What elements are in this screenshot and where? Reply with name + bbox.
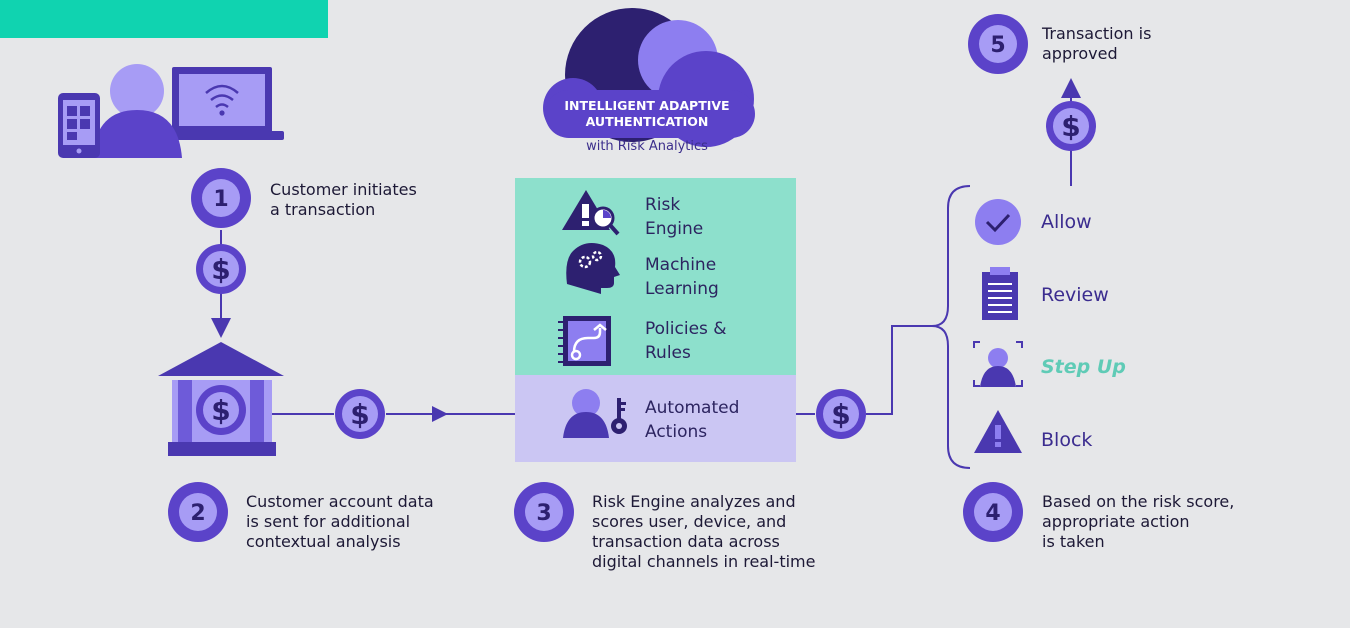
dollar-coin-icon: $ — [196, 244, 246, 294]
step-number: 1 — [213, 187, 228, 212]
engine-panel-teal — [515, 178, 796, 375]
machine-learning-icon — [566, 243, 620, 294]
step-number: 5 — [990, 33, 1005, 58]
step-badges: 1 2 3 4 5 — [168, 14, 1028, 542]
step-1-line: a transaction — [270, 200, 376, 219]
step-2-line: is sent for additional — [246, 512, 411, 531]
step-badge-3: 3 — [514, 482, 574, 542]
dollar-coin-icon: $ — [196, 385, 246, 435]
step-5-text: Transaction is approved — [1042, 24, 1302, 64]
engine-item-risk-engine: Risk Engine — [645, 193, 703, 241]
step-4-line: is taken — [1042, 532, 1105, 551]
step-1-text: Customer initiates a transaction — [270, 180, 530, 220]
dollar-symbol: $ — [1061, 110, 1080, 143]
dollar-symbol: $ — [831, 398, 850, 431]
engine-item-label: Rules — [645, 343, 691, 363]
action-block-label: Block — [1041, 429, 1093, 451]
policies-rules-icon — [558, 316, 611, 366]
step-number: 3 — [536, 501, 551, 526]
cloud-title-line-1: INTELLIGENT ADAPTIVE — [564, 98, 730, 113]
step-number: 2 — [190, 501, 205, 526]
user-scan-icon — [973, 341, 1023, 387]
step-5-line: Transaction is — [1042, 24, 1152, 43]
engine-item-policies-rules: Policies & Rules — [645, 317, 727, 365]
step-4-text: Based on the risk score, appropriate act… — [1042, 492, 1332, 552]
dollar-coin-icon: $ — [335, 389, 385, 439]
step-3-text: Risk Engine analyzes and scores user, de… — [592, 492, 892, 572]
step-3-line: Risk Engine analyzes and — [592, 492, 796, 511]
cloud-subtitle: with Risk Analytics — [586, 139, 708, 154]
step-badge-4: 4 — [963, 482, 1023, 542]
engine-item-label: Risk — [645, 195, 681, 215]
action-allow-label: Allow — [1041, 211, 1092, 233]
step-2-line: Customer account data — [246, 492, 434, 511]
action-review-label: Review — [1041, 284, 1109, 306]
teal-accent-bar — [0, 0, 328, 38]
warning-icon — [974, 410, 1022, 453]
check-icon — [975, 199, 1021, 245]
action-brace — [931, 185, 971, 469]
dollar-coin-icon: $ — [1046, 101, 1096, 151]
cloud-badge — [543, 8, 755, 147]
dollar-symbol: $ — [211, 253, 230, 286]
engine-panel-lavender — [515, 375, 796, 462]
phone-icon — [58, 93, 100, 158]
action-step-up-label: Step Up — [1041, 356, 1126, 378]
clipboard-icon — [982, 267, 1018, 320]
step-badge-1: 1 — [191, 168, 251, 228]
engine-item-machine-learning: Machine Learning — [645, 253, 719, 301]
dollar-symbol: $ — [350, 398, 369, 431]
cloud-title: INTELLIGENT ADAPTIVE AUTHENTICATION — [542, 98, 752, 130]
step-4-line: appropriate action — [1042, 512, 1190, 531]
engine-item-label: Learning — [645, 279, 719, 299]
step-5-line: approved — [1042, 44, 1118, 63]
engine-item-label: Engine — [645, 219, 704, 239]
cloud-title-line-2: AUTHENTICATION — [585, 114, 709, 129]
step-badge-5: 5 — [968, 14, 1028, 74]
step-2-line: contextual analysis — [246, 532, 401, 551]
engine-item-label: Policies & — [645, 319, 727, 339]
step-3-line: scores user, device, and — [592, 512, 787, 531]
flow-arrowhead — [432, 406, 448, 422]
laptop-icon — [160, 67, 284, 140]
dollar-coins: $ $ $ $ $ — [196, 101, 1096, 439]
risk-engine-icon — [562, 190, 620, 236]
step-3-line: transaction data across — [592, 532, 780, 551]
step-1-line: Customer initiates — [270, 180, 417, 199]
step-4-line: Based on the risk score, — [1042, 492, 1235, 511]
engine-item-automated-actions: Automated Actions — [645, 396, 739, 444]
customer-avatar-icon — [92, 64, 182, 158]
engine-item-label: Machine — [645, 255, 717, 275]
dollar-symbol: $ — [211, 394, 230, 427]
step-3-line: digital channels in real-time — [592, 552, 816, 571]
engine-item-label: Automated — [645, 398, 740, 418]
engine-item-label: Actions — [645, 422, 708, 442]
flow-connectors — [211, 78, 1081, 415]
dollar-coin-icon: $ — [816, 389, 866, 439]
step-number: 4 — [985, 501, 1000, 526]
automated-actions-icon — [563, 389, 627, 438]
step-2-text: Customer account data is sent for additi… — [246, 492, 506, 552]
step-badge-2: 2 — [168, 482, 228, 542]
